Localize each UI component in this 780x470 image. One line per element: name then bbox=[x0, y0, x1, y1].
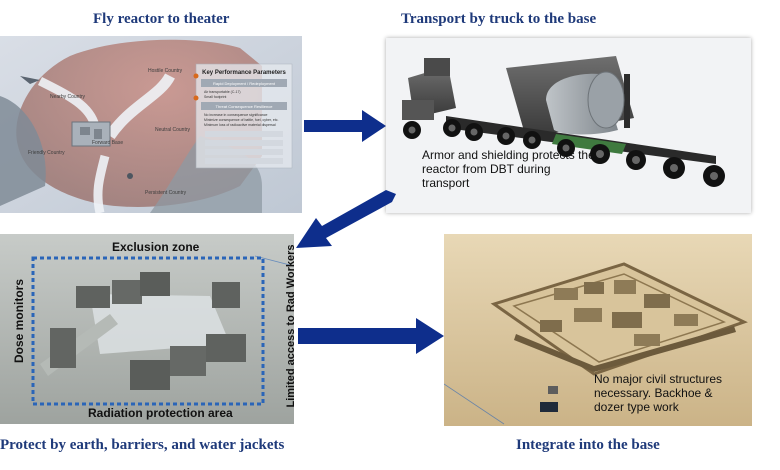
site-illustration bbox=[0, 234, 294, 424]
berms bbox=[514, 326, 736, 372]
arrow-site-to-base bbox=[298, 318, 444, 354]
kpp-faded-row bbox=[205, 140, 283, 146]
kpp-faded-row bbox=[205, 149, 283, 155]
exclusion-boundary bbox=[31, 256, 265, 406]
map-label-6: Forward Base bbox=[92, 140, 123, 146]
aircraft-icon bbox=[20, 76, 40, 84]
kpp-faded-row bbox=[205, 131, 283, 137]
river-2 bbox=[93, 154, 110, 213]
truck-marker-icon bbox=[127, 173, 133, 179]
kpp-marker-icon bbox=[193, 95, 199, 101]
kpp-marker-icon bbox=[193, 73, 199, 79]
flight-path bbox=[37, 76, 100, 128]
kpp-title: Key Performance Parameters bbox=[202, 70, 286, 76]
site-panel: Exclusion zone Radiation protection area… bbox=[0, 234, 294, 424]
callout-line bbox=[254, 255, 294, 267]
radiation-area-label: Radiation protection area bbox=[88, 406, 233, 420]
kpp-header-2 bbox=[201, 102, 287, 110]
kpp-2-line-1: No increase in consequence significance bbox=[204, 113, 267, 117]
exclusion-zone-label: Exclusion zone bbox=[112, 240, 200, 254]
kpp-header-1 bbox=[201, 79, 287, 87]
kpp-2-line-2: Minimize consequence of battle, fuel, cy… bbox=[204, 118, 279, 122]
kpp-1-line-2: Small footprint bbox=[204, 95, 226, 99]
limited-access-label: Limited access to Rad Workers bbox=[285, 244, 294, 408]
caption-protect: Protect by earth, barriers, and water ja… bbox=[0, 437, 285, 453]
kpp-2-line-3: Minimum loss of radioactive material dis… bbox=[204, 123, 276, 127]
caption-fly: Fly reactor to theater bbox=[93, 11, 230, 27]
base-panel: No major civil structures necessary. Bac… bbox=[444, 234, 752, 426]
map-label-5: Persistent Country bbox=[145, 190, 187, 196]
kpp-header-1-text: Rapid Deployment / Redeployment bbox=[213, 81, 276, 86]
map-panel: Hostile Country Nearby Country Neutral C… bbox=[0, 36, 302, 213]
truck-note: Armor and shielding protects the reactor… bbox=[422, 148, 595, 190]
base-note: No major civil structures necessary. Bac… bbox=[594, 372, 723, 414]
truck-cab bbox=[402, 58, 456, 120]
reactor-vessel bbox=[546, 71, 625, 135]
arrow-fly-to-truck bbox=[304, 110, 386, 142]
kpp-faded-row bbox=[205, 158, 283, 164]
kpp-1-line-1: Air transportable (C-17) bbox=[204, 90, 241, 94]
map-label-2: Nearby Country bbox=[50, 94, 86, 100]
base-buildings bbox=[540, 280, 698, 346]
caption-integrate: Integrate into the base bbox=[516, 437, 660, 453]
caption-truck: Transport by truck to the base bbox=[401, 11, 597, 27]
friendly-region bbox=[0, 96, 46, 206]
arrow-truck-to-site bbox=[296, 190, 396, 248]
kpp-header-2-text: Threat Consequence Resilience bbox=[216, 104, 274, 109]
map-label-4: Friendly Country bbox=[28, 150, 65, 156]
reactor-module-icon bbox=[540, 402, 558, 412]
theater-map: Hostile Country Nearby Country Neutral C… bbox=[0, 36, 302, 213]
reactor-pad bbox=[90, 294, 230, 354]
base-illustration bbox=[444, 234, 752, 426]
map-label-3: Neutral Country bbox=[155, 127, 191, 133]
dozer-icon bbox=[548, 386, 558, 394]
truck-illustration bbox=[386, 38, 751, 213]
kpp-box: Key Performance Parameters Rapid Deploym… bbox=[195, 63, 293, 169]
wheels bbox=[403, 119, 725, 187]
forward-base-icon bbox=[71, 121, 111, 147]
map-label-1: Hostile Country bbox=[148, 68, 183, 74]
callout-line bbox=[444, 383, 505, 425]
river-1 bbox=[105, 73, 175, 140]
truck-panel: Armor and shielding protects the reactor… bbox=[386, 38, 751, 213]
barriers bbox=[50, 272, 246, 390]
dose-monitors-label: Dose monitors bbox=[12, 279, 26, 364]
